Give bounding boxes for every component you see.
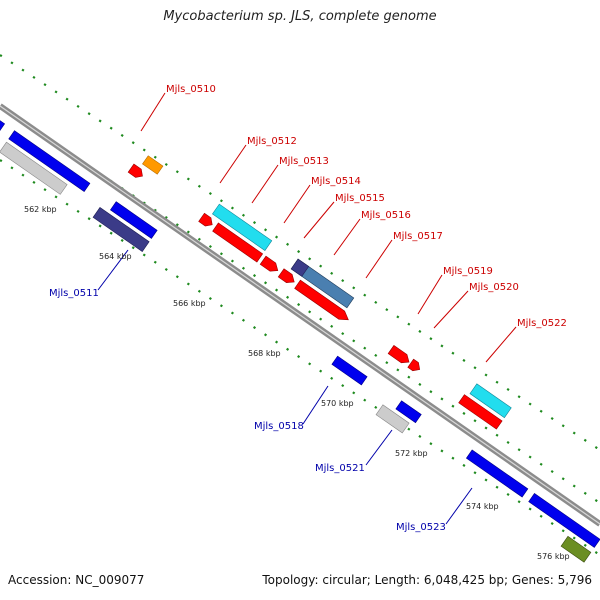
gene-mjls-0512b[interactable] — [198, 212, 215, 229]
label-mjls-0514[interactable]: Mjls_0514 — [311, 176, 361, 187]
gene-mjls-0523-2[interactable] — [528, 493, 600, 548]
gene-mjls-0523-1[interactable] — [465, 449, 529, 498]
label-mjls-0517[interactable]: Mjls_0517 — [393, 231, 443, 242]
reverse-leader-lines — [97, 249, 473, 525]
gene-mjls-0522[interactable] — [458, 394, 503, 430]
genome-backbone — [0, 103, 600, 527]
tick-564: 564 kbp — [99, 252, 132, 261]
topology-summary: Topology: circular; Length: 6,048,425 bp… — [262, 573, 592, 587]
tick-576: 576 kbp — [537, 552, 570, 561]
gene-mjls-0511[interactable] — [92, 207, 150, 253]
label-mjls-0513[interactable]: Mjls_0513 — [279, 156, 329, 167]
gene-mjls-0521-blue[interactable] — [395, 400, 422, 424]
gene-mjls-0511-blue[interactable] — [110, 201, 158, 239]
gene-mjls-0514[interactable] — [259, 255, 280, 275]
tick-574: 574 kbp — [466, 502, 499, 511]
tick-570: 570 kbp — [321, 399, 354, 408]
label-mjls-0511[interactable]: Mjls_0511 — [49, 288, 99, 299]
gene-features — [0, 109, 600, 563]
gene-mjls-0510[interactable] — [142, 155, 164, 175]
gene-mjls-0519[interactable] — [387, 344, 412, 366]
label-mjls-0512[interactable]: Mjls_0512 — [247, 136, 297, 147]
kbp-ticks: 562 kbp 564 kbp 566 kbp 568 kbp 570 kbp … — [24, 205, 570, 561]
label-mjls-0523[interactable]: Mjls_0523 — [396, 522, 446, 533]
gene-mjls-0515[interactable] — [277, 268, 297, 286]
gene-mjls-0517[interactable] — [294, 279, 352, 324]
label-mjls-0521[interactable]: Mjls_0521 — [315, 463, 365, 474]
label-mjls-0515[interactable]: Mjls_0515 — [335, 193, 385, 204]
inner-dotted-track — [0, 159, 600, 556]
gene-mjls-0522-cyan[interactable] — [469, 383, 512, 419]
label-mjls-0518[interactable]: Mjls_0518 — [254, 421, 304, 432]
label-mjls-0522[interactable]: Mjls_0522 — [517, 318, 567, 329]
label-mjls-0520[interactable]: Mjls_0520 — [469, 282, 519, 293]
forward-leader-lines — [140, 92, 517, 363]
gene-gray-left[interactable] — [0, 141, 68, 195]
tick-566: 566 kbp — [173, 299, 206, 308]
tick-562: 562 kbp — [24, 205, 57, 214]
gene-mjls-0513[interactable] — [212, 222, 264, 263]
gene-mjls-0518[interactable] — [331, 355, 368, 386]
gene-blue-left-1[interactable] — [0, 109, 6, 133]
gene-olive-right[interactable] — [560, 535, 592, 563]
accession-text: Accession: NC_009077 — [8, 573, 145, 587]
gene-mjls-0516-dark[interactable] — [290, 258, 310, 277]
gene-labels: Mjls_0510 Mjls_0512 Mjls_0513 Mjls_0514 … — [49, 84, 567, 533]
gene-mjls-0510b[interactable] — [127, 163, 145, 180]
label-mjls-0519[interactable]: Mjls_0519 — [443, 266, 493, 277]
gene-mjls-0521[interactable] — [375, 404, 410, 434]
map-title: Mycobacterium sp. JLS, complete genome — [163, 9, 437, 24]
tick-568: 568 kbp — [248, 349, 281, 358]
outer-dotted-track — [0, 54, 600, 504]
gene-blue-left-2[interactable] — [8, 130, 91, 192]
label-mjls-0510[interactable]: Mjls_0510 — [166, 84, 216, 95]
gene-mjls-0512[interactable] — [212, 203, 273, 251]
gene-mjls-0520[interactable] — [407, 358, 423, 373]
label-mjls-0516[interactable]: Mjls_0516 — [361, 210, 411, 221]
tick-572: 572 kbp — [395, 449, 428, 458]
